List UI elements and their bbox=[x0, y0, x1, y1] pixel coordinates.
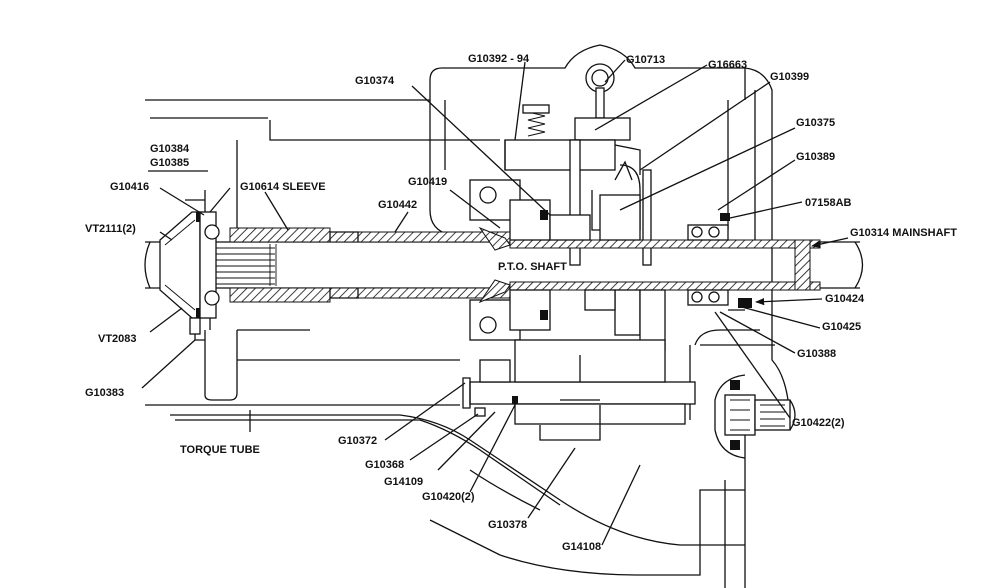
label-g10372: G10372 bbox=[338, 435, 377, 447]
leader-lines bbox=[141, 59, 849, 546]
right-bearings bbox=[687, 213, 752, 311]
label-pto: P.T.O. SHAFT bbox=[498, 261, 567, 273]
label-g10314: G10314 MAINSHAFT bbox=[850, 227, 957, 239]
label-g10420: G10420(2) bbox=[422, 491, 475, 503]
transmission-housing bbox=[145, 44, 791, 588]
label-g10392: G10392 - 94 bbox=[468, 53, 530, 65]
label-g10378: G10378 bbox=[488, 519, 527, 531]
label-g10422: G10422(2) bbox=[792, 417, 845, 429]
shift-mechanism bbox=[504, 63, 652, 266]
label-g10442: G10442 bbox=[378, 199, 417, 211]
countershaft bbox=[462, 339, 696, 441]
label-g14109: G14109 bbox=[384, 476, 423, 488]
label-g10416: G10416 bbox=[110, 181, 149, 193]
label-g10389: G10389 bbox=[796, 151, 835, 163]
label-g10383: G10383 bbox=[85, 387, 124, 399]
part-labels: G10392 - 94 G10713 G16663 G10374 G10399 … bbox=[85, 53, 957, 553]
label-g10368: G10368 bbox=[365, 459, 404, 471]
label-vt2111: VT2111(2) bbox=[85, 223, 136, 235]
label-g10713: G10713 bbox=[626, 54, 665, 66]
label-g10385: G10385 bbox=[150, 157, 189, 169]
label-g10388: G10388 bbox=[797, 348, 836, 360]
label-g10425: G10425 bbox=[822, 321, 861, 333]
label-g10384: G10384 bbox=[150, 143, 190, 155]
label-g10399: G10399 bbox=[770, 71, 809, 83]
label-g10614: G10614 SLEEVE bbox=[240, 181, 326, 193]
label-o7158ab: 07158AB bbox=[805, 197, 852, 209]
label-g10424: G10424 bbox=[825, 293, 865, 305]
label-g14108: G14108 bbox=[562, 541, 601, 553]
label-g10374: G10374 bbox=[355, 75, 395, 87]
spline-lines bbox=[215, 244, 277, 286]
label-vt2083: VT2083 bbox=[98, 333, 137, 345]
label-g10419: G10419 bbox=[408, 176, 447, 188]
center-hub bbox=[469, 179, 666, 351]
lower-right-bearing bbox=[714, 374, 796, 459]
label-g10375: G10375 bbox=[796, 117, 835, 129]
label-torque: TORQUE TUBE bbox=[180, 444, 260, 456]
label-g16663: G16663 bbox=[708, 59, 747, 71]
